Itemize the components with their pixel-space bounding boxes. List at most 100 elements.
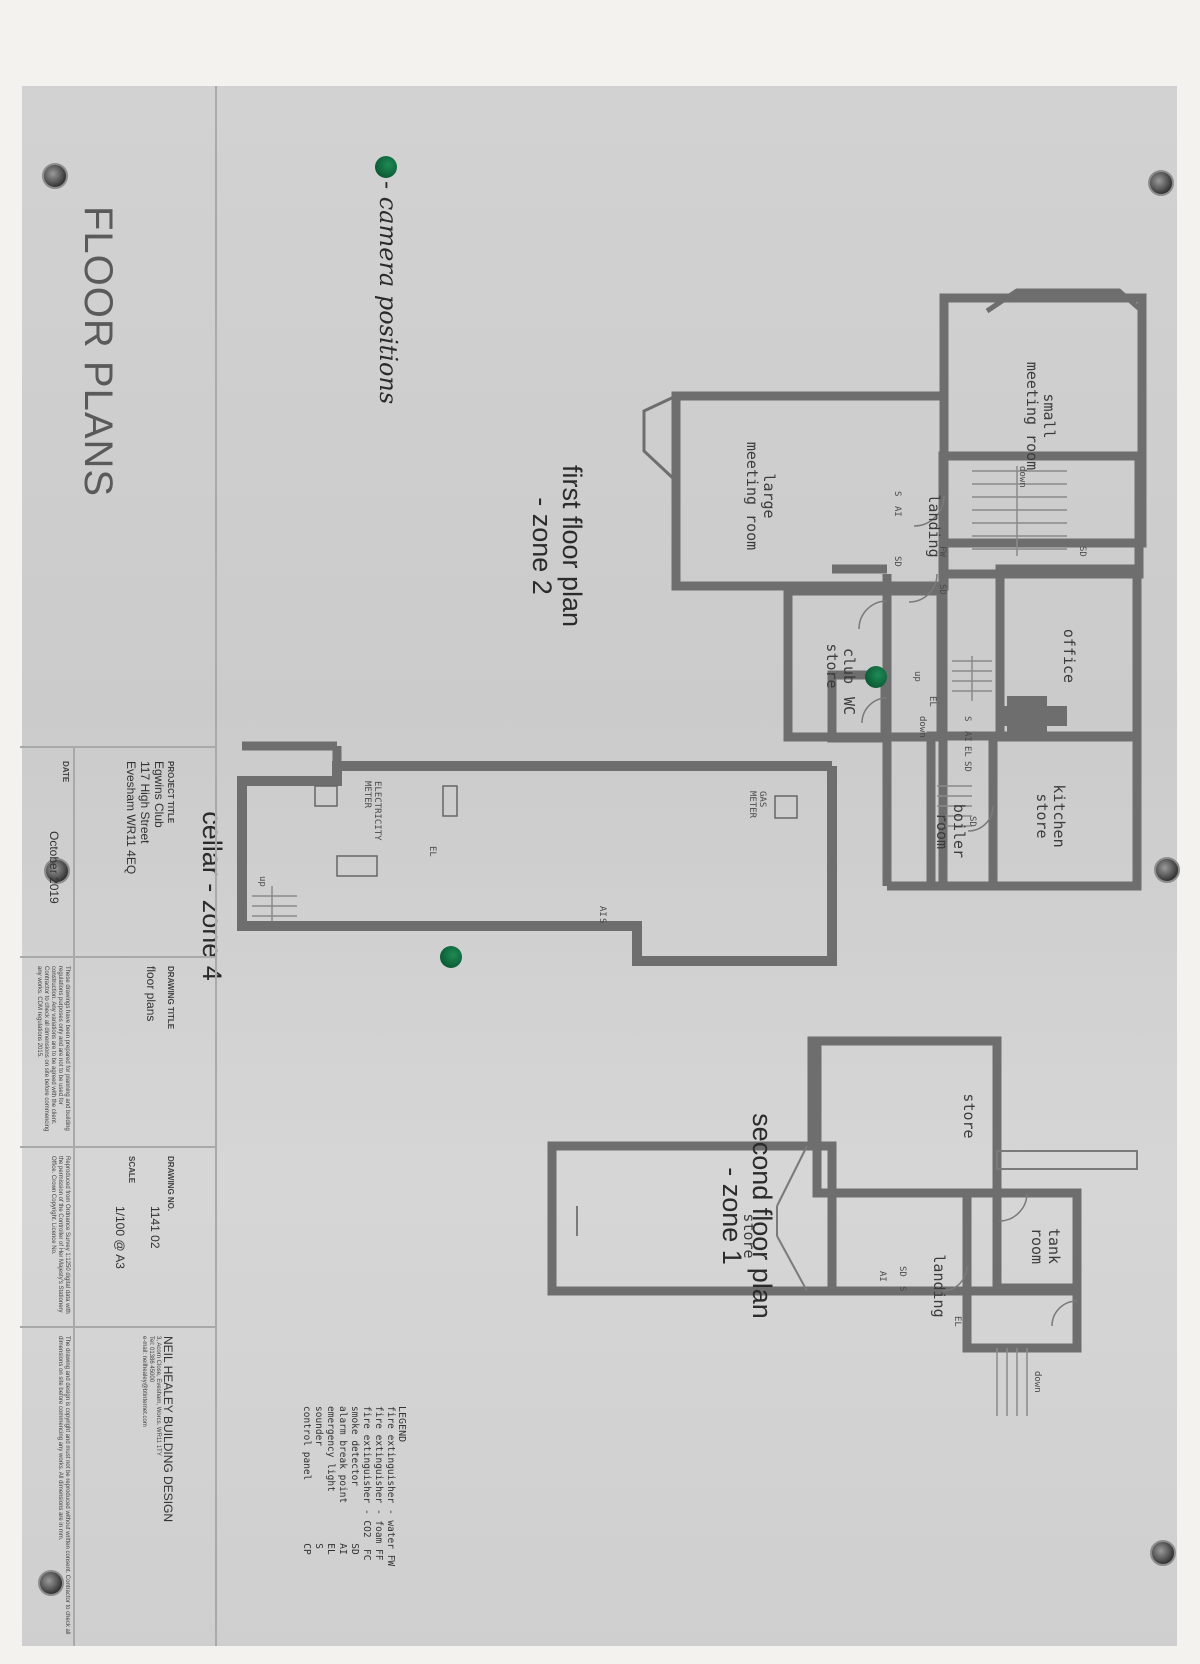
legend-row: alarm break point AI (337, 1406, 348, 1555)
symbol-s: S (597, 918, 607, 924)
scale-label: SCALE (127, 1156, 136, 1184)
room-store: store (960, 1093, 978, 1139)
title-strip: FLOOR PLANS PROJECT TITLE Egwins Club 11… (20, 86, 217, 1646)
room-store: store (740, 1213, 758, 1259)
room-large-meeting-room: large meeting room (743, 441, 778, 551)
large-bay-window (642, 394, 678, 483)
legend-row: emergency light EL (325, 1406, 336, 1555)
symbol-sd: SD (892, 556, 902, 567)
plans-linework (237, 288, 1147, 1416)
legend-title: LEGEND (396, 1406, 407, 1443)
first-floor-plan-label: first floor plan - zone 2 (527, 464, 587, 628)
drawing-number-label: DRAWING NO. (166, 1156, 175, 1212)
stairs-cellar (252, 886, 297, 921)
stairs-first-floor (972, 466, 1067, 556)
symbol-el: EL (952, 1316, 962, 1327)
room-small-meeting-room: small meeting room (1023, 361, 1058, 471)
date-block: DATE October 2019 (47, 761, 70, 946)
fixture-box (314, 785, 338, 807)
floor-plans-drawing: - camera positions first floor plan - zo… (20, 86, 1177, 1646)
roof-light (996, 1150, 1138, 1170)
gas-meter-box (774, 795, 798, 819)
stairs-label: down (1017, 466, 1027, 488)
label-electricity-meter: ELECTRICITY METER (362, 781, 382, 841)
drawing-title-label: DRAWING TITLE (166, 966, 175, 1030)
wall-large-meeting-room (671, 391, 949, 591)
symbol-ai: AI (962, 731, 972, 742)
camera-position-marker (440, 946, 462, 968)
door-swing (913, 495, 945, 527)
legend-row: sounder S (313, 1406, 324, 1549)
room-office: office (1060, 628, 1078, 684)
symbol-ai: AI (892, 506, 902, 517)
drawing-note: These drawings have been prepared for pl… (36, 966, 70, 1132)
firm-name: NEIL HEALEY BUILDING DESIGN (161, 1336, 175, 1523)
screw-icon (44, 858, 70, 884)
door-swing (861, 697, 888, 724)
copyright-note: Reproduced from Ordnance Survey 1:1250 d… (50, 1156, 70, 1314)
legend-row: control panel CP (301, 1406, 312, 1555)
legend-row: fire extinguisher - water FW (385, 1406, 396, 1567)
symbol-sd: SD (962, 761, 972, 772)
screw-icon (1148, 170, 1174, 196)
room-boiler-room: boiler room (933, 803, 968, 859)
firm-address: 3, Acorn Close, Evesham, Worcs. WR11 1TY (155, 1336, 161, 1456)
drawing-number: 1141 02 (148, 1206, 162, 1249)
room-landing: landing (930, 1254, 948, 1318)
room-tank-room: tank room (1028, 1227, 1063, 1265)
legend-camera-marker (375, 156, 397, 178)
door-swing (1051, 1300, 1078, 1327)
firm-note: The drawing and design is copyright and … (57, 1336, 70, 1635)
firm-email: e-mail: neilhealey@btinternet.com (141, 1336, 147, 1427)
screw-icon (42, 163, 68, 189)
stairs-boiler (937, 785, 972, 827)
legend-row: fire extinguisher - foam FF (373, 1406, 384, 1561)
stairs-kitchen (952, 656, 992, 701)
legend-row: smoke detector SD (349, 1406, 360, 1555)
wall-second-store-lower (547, 1141, 837, 1296)
legend-row: fire extinguisher - CO2 FC (361, 1406, 372, 1561)
sheet-title: FLOOR PLANS (76, 206, 120, 498)
stairs-label: up (257, 876, 267, 887)
symbol-s: S (897, 1286, 907, 1292)
screw-icon (38, 1570, 64, 1596)
drawing-title-block: DRAWING TITLE floor plans (144, 966, 175, 1136)
room-landing: landing (925, 494, 943, 558)
symbol-sd: SD (1077, 546, 1087, 557)
symbol-sd: SD (937, 584, 947, 595)
fixture-box (336, 855, 378, 877)
bay-window (985, 288, 1144, 314)
drawing-title: floor plans (144, 966, 158, 1022)
project-title-label: PROJECT TITLE (166, 761, 175, 824)
symbol-sd: SD (967, 816, 977, 827)
room-wc: WC (840, 696, 858, 716)
symbol-s: S (962, 716, 972, 722)
stairs-label: down (917, 716, 927, 738)
drawing-number-block: DRAWING NO. 1141 02 SCALE 1/100 @ A3 (113, 1156, 175, 1321)
room-kitchen-store: kitchen store (1033, 784, 1068, 848)
door-swing (941, 1265, 968, 1292)
wall-cellar (237, 761, 837, 966)
symbol-el: EL (962, 746, 972, 757)
screw-icon (1154, 857, 1180, 883)
symbol-el: EL (927, 696, 937, 707)
door-swing (998, 1192, 1028, 1222)
stairs-second-floor (996, 1348, 1028, 1416)
door-swing (908, 573, 938, 603)
project-title: Egwins Club 117 High Street Evesham WR11… (124, 761, 166, 875)
date: October 2019 (47, 831, 61, 904)
screw-icon (1150, 1540, 1176, 1566)
symbol-sd: SD (897, 1266, 907, 1277)
printed-sheet (22, 86, 1177, 1646)
camera-position-marker (865, 666, 887, 688)
symbol-ai: AI (597, 906, 607, 917)
symbol-s: S (892, 491, 902, 497)
door-swing (858, 600, 888, 630)
symbol-fw: FW (937, 546, 947, 557)
symbol-el: EL (427, 846, 437, 857)
firm-tel: Tel: 01386 45000 (148, 1336, 154, 1383)
stairs-label: up (912, 671, 922, 682)
door-swing (967, 805, 994, 832)
date-label: DATE (61, 761, 70, 783)
project-title-block: PROJECT TITLE Egwins Club 117 High Stree… (124, 761, 175, 946)
